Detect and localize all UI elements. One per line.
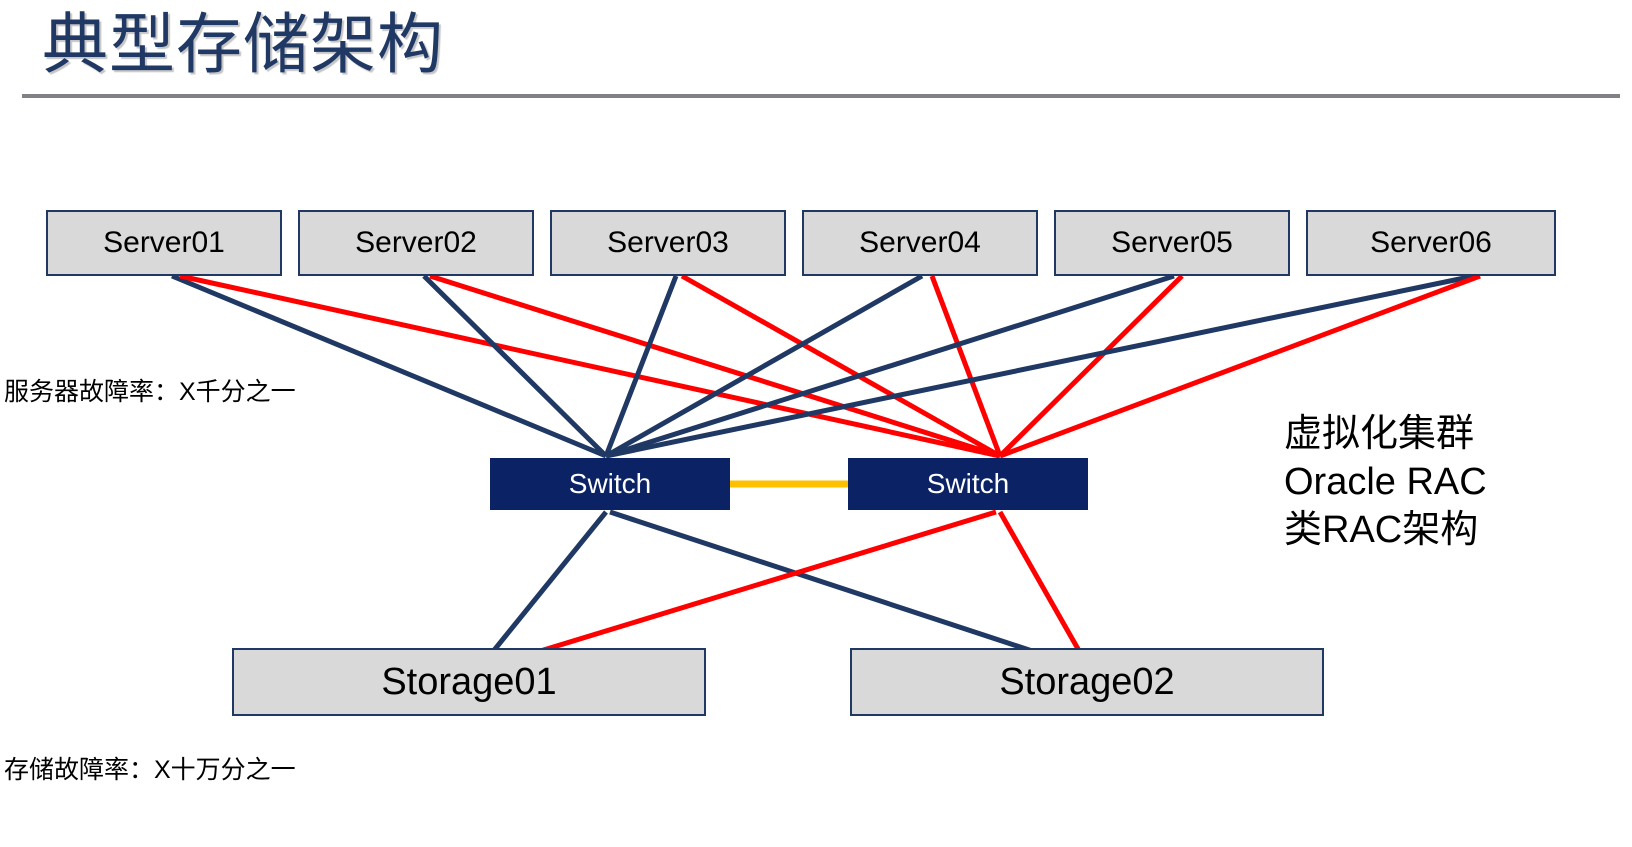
link-server01-to-switch1 [171, 273, 607, 459]
node-server-06[interactable]: Server06 [1306, 210, 1556, 276]
node-server-04[interactable]: Server04 [802, 210, 1038, 276]
architecture-note-line-2: Oracle RAC [1284, 461, 1487, 503]
node-label: Storage01 [381, 660, 557, 703]
link-server02-to-switch2 [429, 273, 1001, 459]
node-label: Server03 [607, 226, 729, 259]
node-label: Server06 [1370, 226, 1492, 259]
node-switch-01[interactable]: Switch [490, 458, 730, 510]
link-switch1-to-storage02 [609, 509, 1091, 673]
architecture-note-line-1: 虚拟化集群 [1284, 413, 1475, 455]
link-server06-to-switch2 [999, 273, 1481, 459]
node-storage-02[interactable]: Storage02 [850, 648, 1324, 716]
title-divider [22, 94, 1620, 98]
storage-failure-rate-label: 存储故障率：X十万分之一 [4, 756, 296, 784]
link-server05-to-switch2 [998, 274, 1184, 458]
node-label: Server02 [355, 226, 477, 259]
node-storage-01[interactable]: Storage01 [232, 648, 706, 716]
link-server03-to-switch1 [603, 275, 679, 457]
link-server06-to-switch1 [605, 273, 1475, 459]
node-server-03[interactable]: Server03 [550, 210, 786, 276]
node-label: Storage02 [999, 660, 1175, 703]
architecture-note-line-3: 类RAC架构 [1284, 509, 1479, 551]
node-switch-02[interactable]: Switch [848, 458, 1088, 510]
node-label: Server05 [1111, 226, 1233, 259]
node-label: Server01 [103, 226, 225, 259]
switch-to-storage-links [476, 509, 1093, 673]
node-label: Server04 [859, 226, 981, 259]
link-switch1-to-storage01 [476, 510, 608, 672]
node-label: Switch [568, 468, 652, 499]
link-server02-to-switch1 [422, 274, 608, 458]
link-server05-to-switch1 [605, 273, 1175, 459]
node-label: Switch [926, 468, 1010, 499]
link-switch2-to-storage01 [477, 509, 997, 673]
architecture-note: 虚拟化集群 Oracle RAC 类RAC架构 [1284, 410, 1487, 554]
link-server01-to-switch2 [179, 273, 1001, 459]
server-to-switch-links [171, 273, 1481, 459]
link-server04-to-switch2 [929, 275, 1003, 457]
node-server-02[interactable]: Server02 [298, 210, 534, 276]
link-server04-to-switch1 [604, 273, 924, 459]
link-switch2-to-storage02 [997, 510, 1093, 672]
server-failure-rate-label: 服务器故障率：X千分之一 [4, 378, 296, 406]
node-server-01[interactable]: Server01 [46, 210, 282, 276]
node-server-05[interactable]: Server05 [1054, 210, 1290, 276]
page-title: 典型存储架构 [42, 7, 444, 81]
link-server03-to-switch2 [680, 273, 1002, 459]
